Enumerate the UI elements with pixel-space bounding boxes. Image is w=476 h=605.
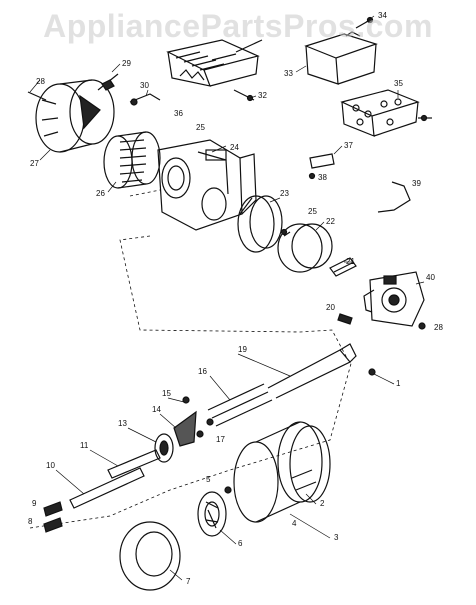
label-37: 37 xyxy=(344,141,353,150)
label-3: 3 xyxy=(334,533,339,542)
fittings-8-9 xyxy=(43,501,63,533)
label-5: 5 xyxy=(206,475,211,484)
label-14: 14 xyxy=(152,405,161,414)
label-35: 35 xyxy=(394,79,403,88)
screws xyxy=(246,16,428,236)
label-21: 21 xyxy=(346,257,355,266)
label-10: 10 xyxy=(46,461,55,470)
small-parts-29-30 xyxy=(97,73,161,106)
electrode-bracket-14 xyxy=(173,396,214,447)
label-2: 2 xyxy=(320,499,325,508)
blower-wheel-26 xyxy=(103,131,161,189)
tubes-10-11 xyxy=(69,449,161,509)
label-36: 36 xyxy=(174,109,183,118)
label-33: 33 xyxy=(284,69,293,78)
wire-39 xyxy=(377,181,411,213)
label-23: 23 xyxy=(280,189,289,198)
ignition-transformer xyxy=(166,39,263,101)
label-17: 17 xyxy=(216,435,225,444)
label-8: 8 xyxy=(28,517,33,526)
blower-housing-27 xyxy=(27,79,115,153)
junction-box-35 xyxy=(340,89,432,137)
label-26: 26 xyxy=(96,189,105,198)
retention-head-6 xyxy=(197,486,232,537)
air-tube-4 xyxy=(233,421,331,523)
label-11: 11 xyxy=(80,441,89,450)
nozzle-adapter-13 xyxy=(154,433,174,463)
assembly-line-upper xyxy=(119,189,349,361)
label-7: 7 xyxy=(186,577,191,586)
label-4: 4 xyxy=(292,519,297,528)
label-39: 39 xyxy=(412,179,421,188)
label-34: 34 xyxy=(378,11,387,20)
burner-housing-24 xyxy=(157,139,257,231)
label-38: 38 xyxy=(318,173,327,182)
label-30: 30 xyxy=(140,81,149,90)
label-15: 15 xyxy=(162,389,171,398)
label-9: 9 xyxy=(32,499,37,508)
label-27: 27 xyxy=(30,159,39,168)
label-29: 29 xyxy=(122,59,131,68)
part-number-labels: 34 33 29 28 30 32 35 36 25 24 37 27 38 3… xyxy=(28,11,443,586)
label-20: 20 xyxy=(326,303,335,312)
control-box-33 xyxy=(304,19,378,85)
fuel-pump-40 xyxy=(363,271,426,330)
gasket-7 xyxy=(119,521,181,591)
label-25a: 25 xyxy=(196,123,205,132)
label-13: 13 xyxy=(118,419,127,428)
label-28b: 28 xyxy=(434,323,443,332)
label-24: 24 xyxy=(230,143,239,152)
label-19: 19 xyxy=(238,345,247,354)
label-40: 40 xyxy=(426,273,435,282)
assembly-line-lower xyxy=(29,359,353,529)
label-1: 1 xyxy=(396,379,401,388)
label-18: 16 xyxy=(198,367,207,376)
label-25: 25 xyxy=(308,207,317,216)
label-6: 6 xyxy=(238,539,243,548)
bracket-37 xyxy=(309,153,335,169)
air-bands-22-23 xyxy=(237,195,333,273)
label-32: 32 xyxy=(258,91,267,100)
electrodes-16 xyxy=(207,383,273,427)
leader-lines xyxy=(29,15,425,581)
parts-20-21 xyxy=(329,257,357,325)
oil-line-19 xyxy=(267,343,376,399)
label-22: 22 xyxy=(326,217,335,226)
label-28a: 28 xyxy=(36,77,45,86)
